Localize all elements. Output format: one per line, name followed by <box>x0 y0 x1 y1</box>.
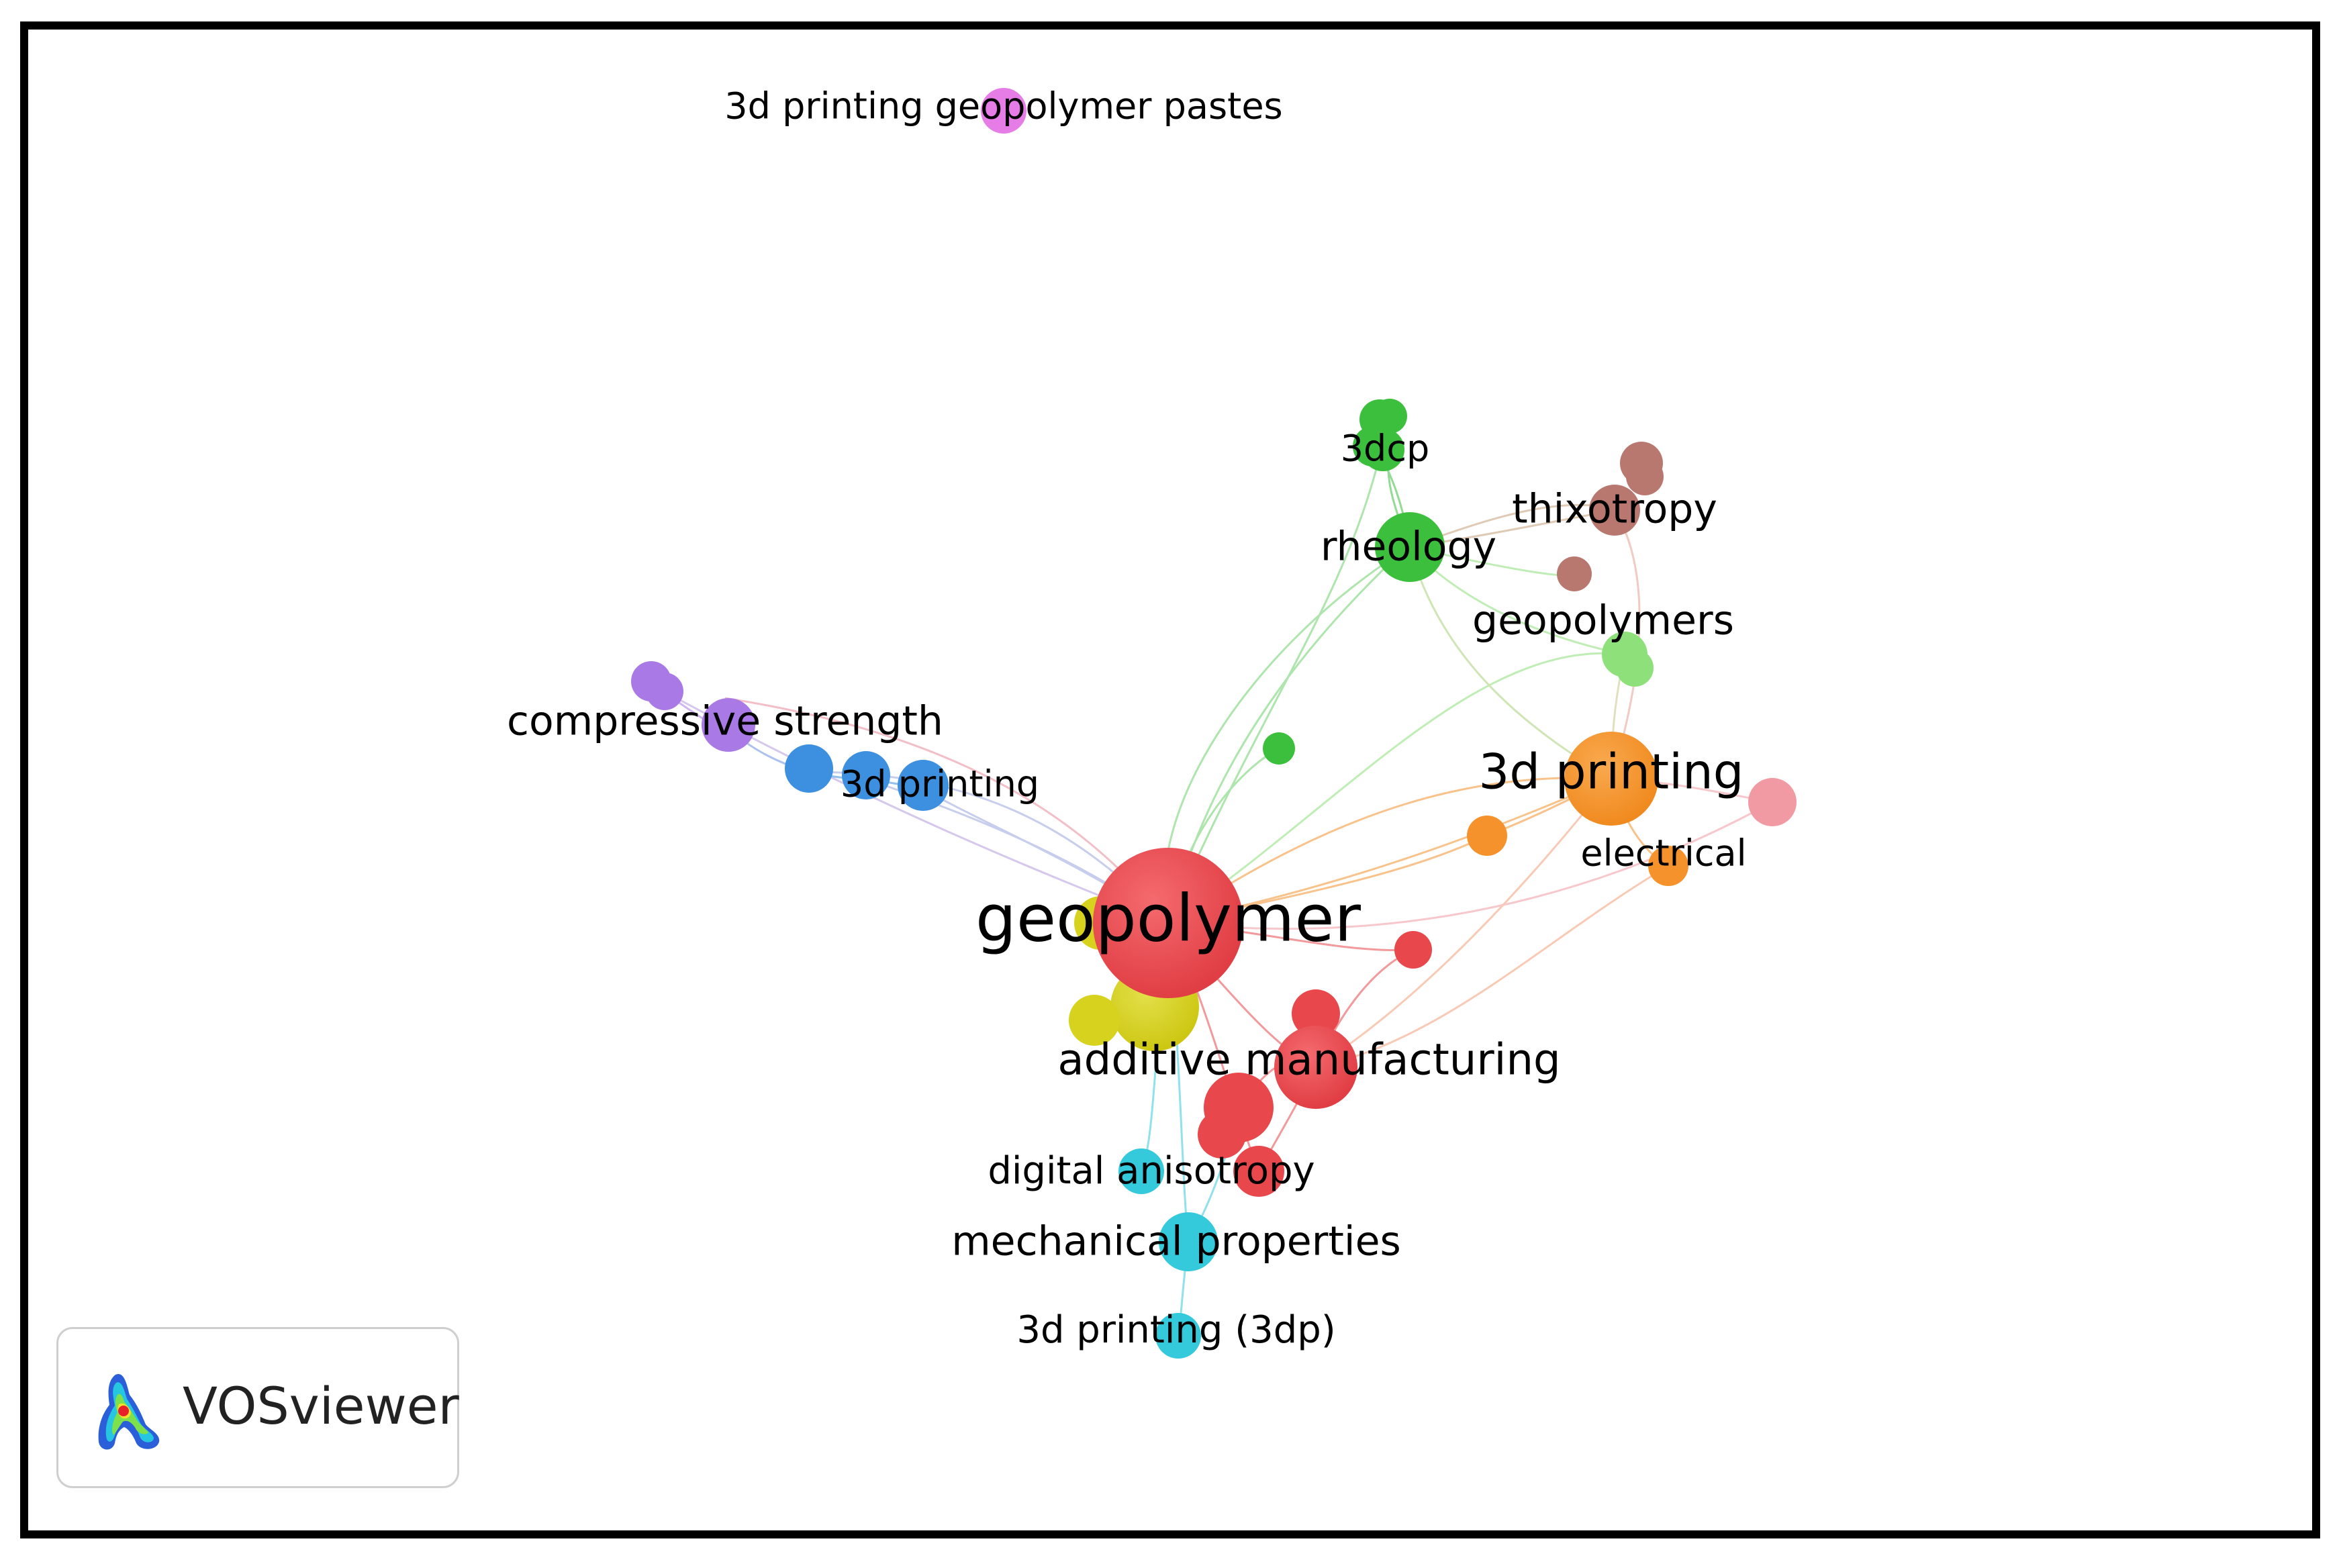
label-3d-printing-blue: 3d printing <box>841 763 1039 805</box>
node-purple-small[interactable] <box>646 673 683 710</box>
node-brown-small[interactable] <box>1557 556 1592 591</box>
node-red-small[interactable] <box>1394 931 1432 969</box>
node-3d-printing-3dp[interactable] <box>1155 1313 1201 1359</box>
node-3d-printing-orange[interactable] <box>1564 732 1658 826</box>
node-blue-small[interactable] <box>785 744 833 793</box>
node-3d-printing-blue[interactable] <box>898 760 949 811</box>
node-rheology[interactable] <box>1375 512 1445 582</box>
node-3dcp[interactable] <box>1361 428 1404 471</box>
vosviewer-logo-box: VOSviewer <box>56 1327 459 1488</box>
link <box>1167 456 1381 924</box>
node-yellow-small[interactable] <box>1069 995 1120 1046</box>
node-red[interactable] <box>1274 1026 1357 1109</box>
label-electrical: electrical <box>1580 832 1746 875</box>
nodes-layer <box>631 88 1797 1359</box>
link <box>1315 778 1613 1069</box>
labels-layer: 3d printing geopolymer pastes 3dcp thixo… <box>507 85 1747 1353</box>
label-3d-printing-3dp: 3d printing (3dp) <box>1016 1308 1335 1352</box>
node-geopolymer[interactable] <box>1093 848 1243 998</box>
node-3dcp-small[interactable] <box>1372 399 1407 434</box>
node-geopolymers-small[interactable] <box>1616 649 1654 687</box>
vosviewer-logo-text: VOSviewer <box>183 1376 459 1436</box>
label-3d-printing-orange: 3d printing <box>1479 744 1744 800</box>
node-thixotropy[interactable] <box>1589 485 1640 536</box>
node-blue-small[interactable] <box>842 751 890 799</box>
node-digital-anisotropy[interactable] <box>1118 1148 1164 1194</box>
node-3d-printing-geopolymer-pastes[interactable] <box>981 88 1026 134</box>
label-thixotropy: thixotropy <box>1512 486 1717 533</box>
node-red-small[interactable] <box>1292 989 1340 1038</box>
label-3d-printing-geopolymer-pastes: 3d printing geopolymer pastes <box>724 85 1282 128</box>
link <box>1167 652 1625 924</box>
node-thixotropy-small[interactable] <box>1626 458 1664 495</box>
label-3dcp: 3dcp <box>1341 428 1430 470</box>
map-frame <box>20 21 2320 1538</box>
node-green-small[interactable] <box>1263 732 1295 765</box>
node-orange-small[interactable] <box>1467 816 1507 856</box>
label-additive-manufacturing: additive manufacturing <box>1057 1036 1560 1085</box>
label-compressive-strength: compressive strength <box>507 698 943 745</box>
label-geopolymers: geopolymers <box>1472 597 1734 644</box>
label-mechanical-properties: mechanical properties <box>951 1218 1401 1265</box>
node-red-small[interactable] <box>1233 1146 1284 1197</box>
link <box>1315 865 1669 1069</box>
node-pink[interactable] <box>1748 778 1797 826</box>
node-compressive-strength[interactable] <box>702 698 755 752</box>
vosviewer-logo-icon <box>98 1373 160 1450</box>
node-electrical[interactable] <box>1648 846 1688 886</box>
label-rheology: rheology <box>1321 524 1496 571</box>
node-mechanical-properties[interactable] <box>1159 1212 1218 1271</box>
label-digital-anisotropy: digital anisotropy <box>988 1149 1314 1193</box>
link <box>1167 777 1612 924</box>
node-red-small[interactable] <box>1198 1110 1246 1159</box>
label-geopolymer: geopolymer <box>975 881 1361 956</box>
